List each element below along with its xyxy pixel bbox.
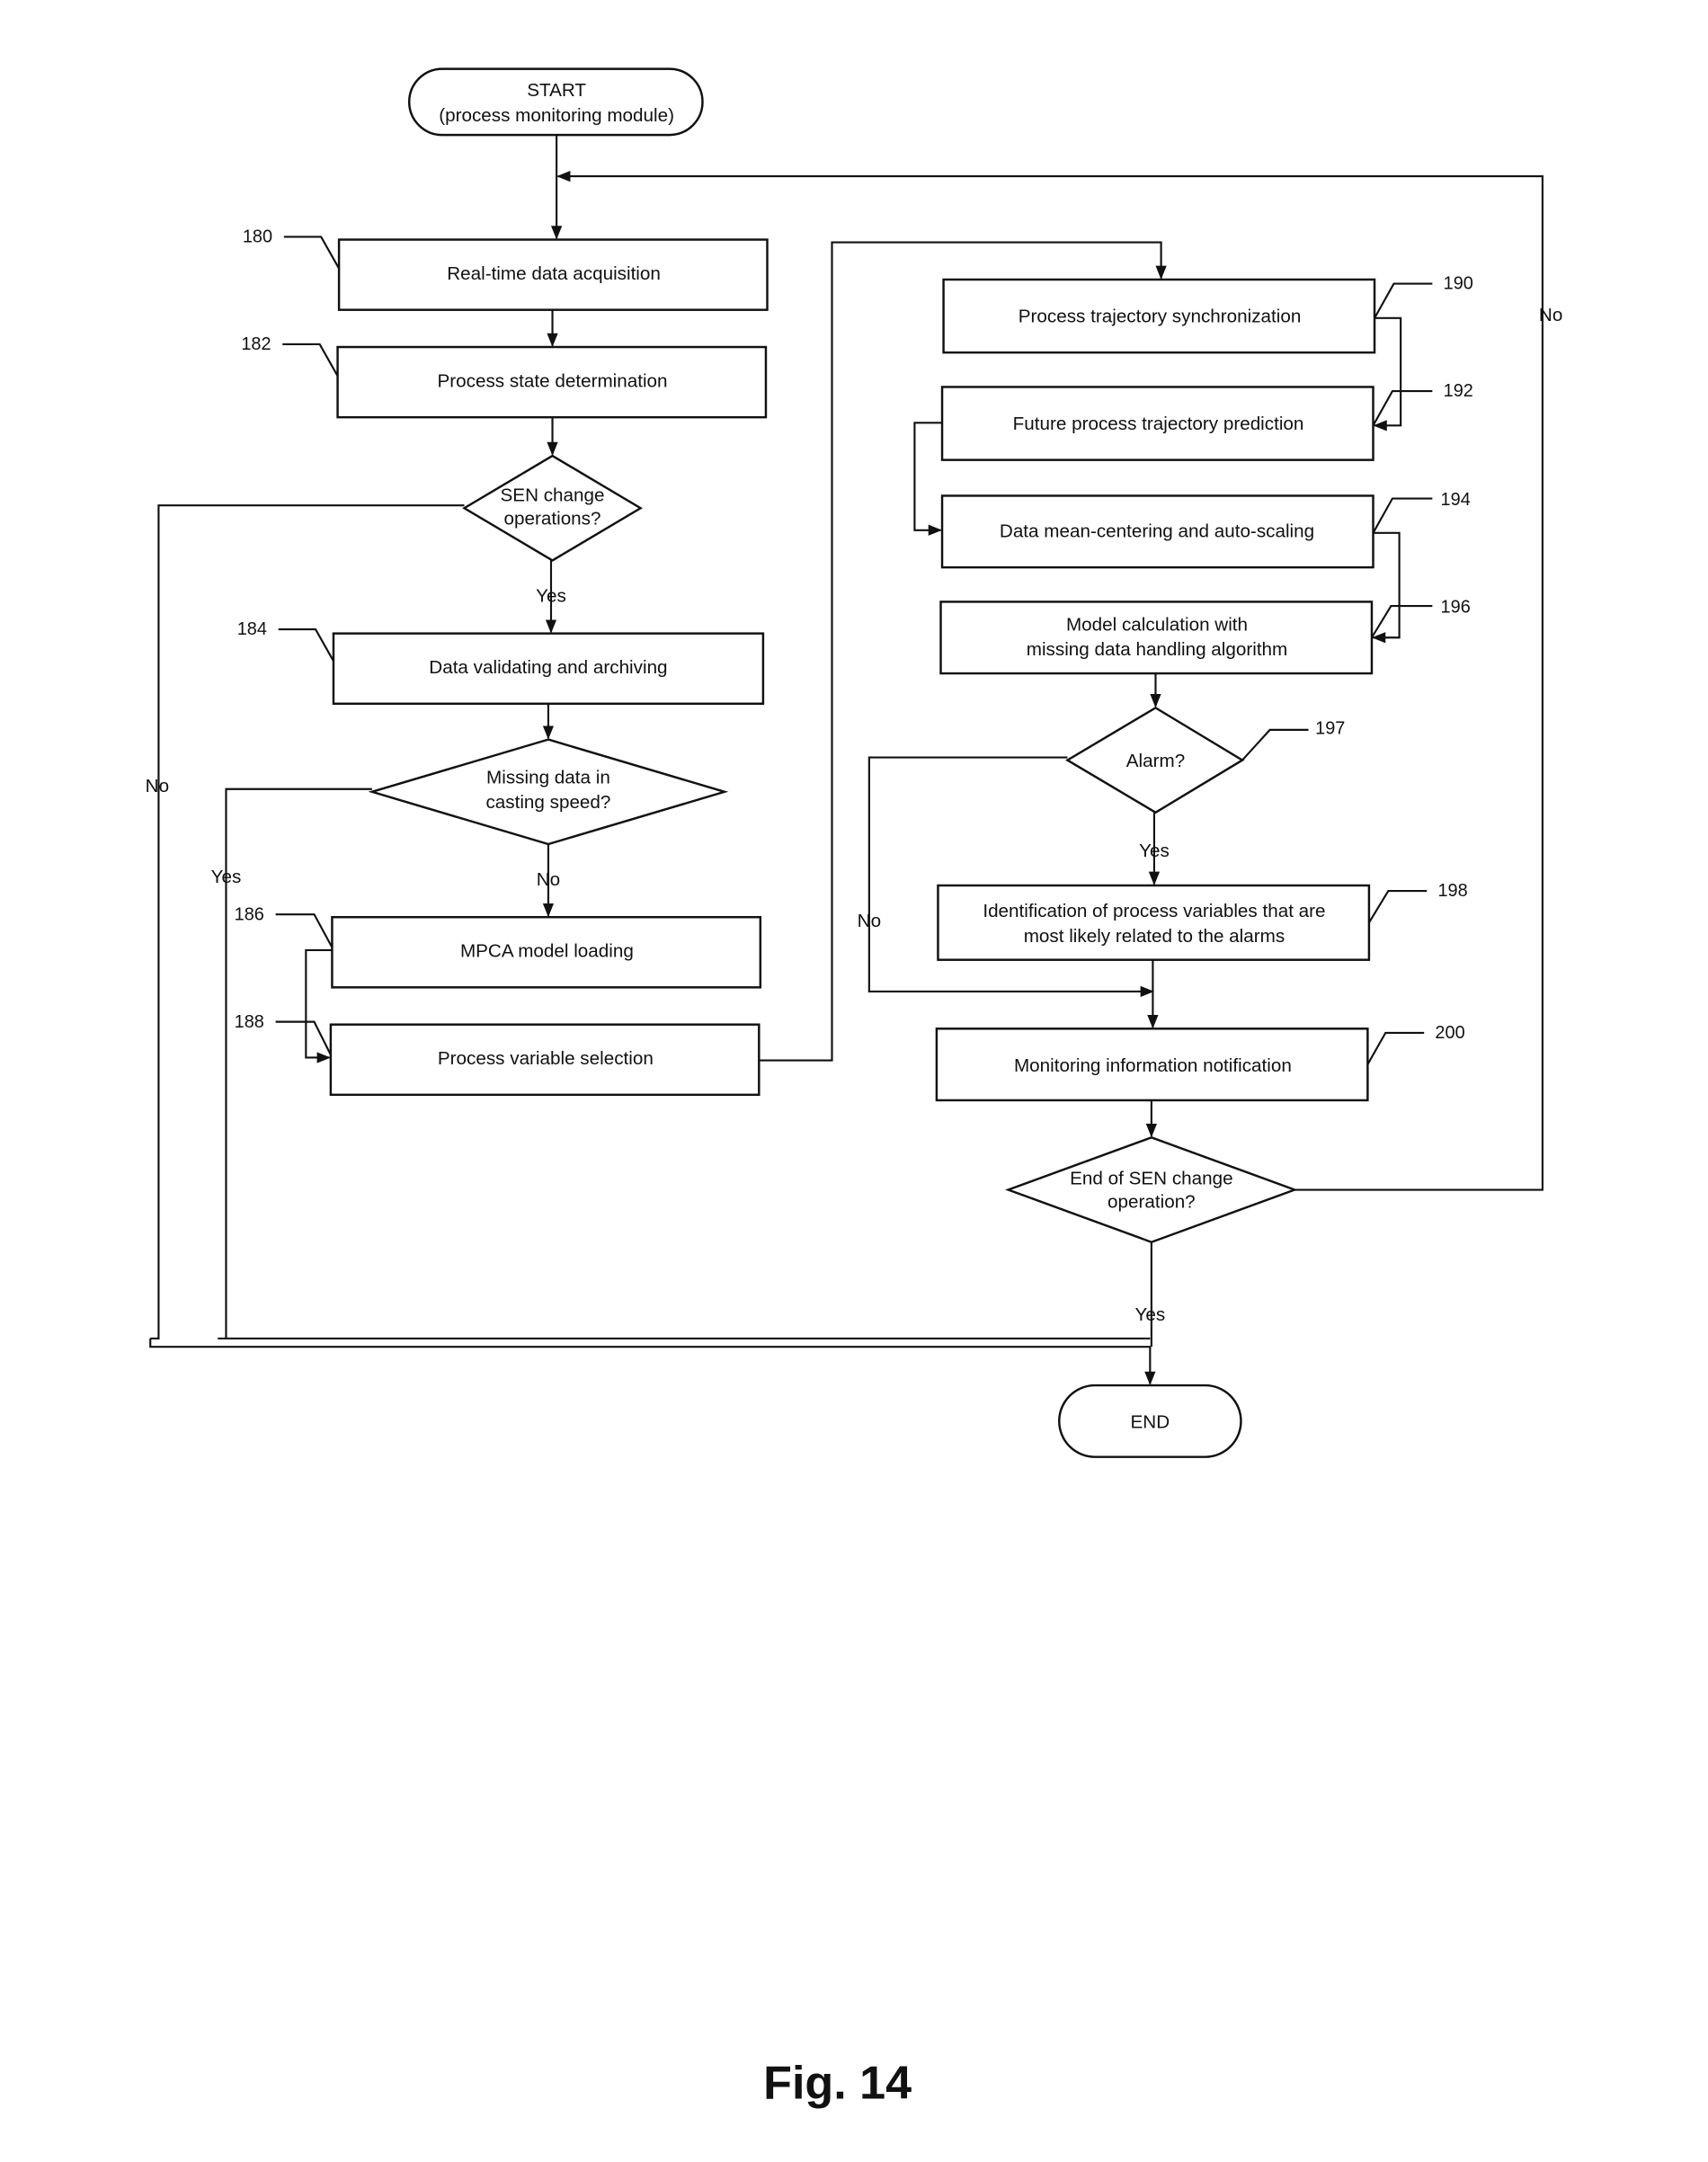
reference-number: 197 [1315, 718, 1345, 738]
step-label: Identification of process variables that… [983, 901, 1325, 921]
step-label: Process state determination [438, 370, 668, 391]
step-192: Future process trajectory prediction 192 [942, 381, 1473, 459]
step-label: Process variable selection [438, 1048, 654, 1069]
reference-number: 190 [1444, 274, 1473, 294]
yes-label: Yes [1134, 1304, 1165, 1325]
end-label: END [1131, 1412, 1170, 1433]
decision-text: operations? [504, 509, 601, 529]
yes-label: Yes [211, 867, 242, 887]
decision-missing-data: Missing data in casting speed? Yes No [211, 740, 725, 890]
no-label: No [858, 911, 881, 931]
step-196: Model calculation with missing data hand… [941, 598, 1471, 673]
decision-text: Missing data in [486, 768, 610, 788]
yes-label: Yes [1139, 841, 1170, 861]
reference-number: 192 [1444, 381, 1473, 401]
step-label: Model calculation with [1066, 615, 1248, 636]
step-label: Real-time data acquisition [447, 263, 661, 284]
step-198: Identification of process variables that… [938, 881, 1467, 959]
decision-text: SEN change [501, 485, 605, 506]
step-label: Data mean-centering and auto-scaling [1000, 520, 1314, 541]
decision-text: casting speed? [485, 792, 610, 813]
step-label: Monitoring information notification [1014, 1055, 1292, 1076]
start-subtitle: (process monitoring module) [439, 105, 674, 126]
decision-text: End of SEN change [1070, 1168, 1232, 1188]
step-200: Monitoring information notification 200 [937, 1023, 1465, 1100]
step-label: most likely related to the alarms [1024, 926, 1285, 947]
reference-number: 194 [1441, 490, 1471, 510]
step-180: Real-time data acquisition 180 [243, 227, 768, 310]
no-label: No [537, 869, 560, 890]
step-label: Data validating and archiving [429, 657, 667, 678]
figure-caption: Fig. 14 [763, 2058, 912, 2110]
step-label: Process trajectory synchronization [1019, 306, 1302, 326]
no-label: No [146, 776, 169, 796]
end-terminal: END [1059, 1385, 1241, 1457]
reference-number: 188 [235, 1012, 264, 1032]
reference-number: 180 [243, 227, 272, 247]
reference-number: 198 [1438, 881, 1468, 901]
reference-number: 200 [1435, 1023, 1464, 1043]
step-186: MPCA model loading 186 [235, 904, 761, 987]
step-label: missing data handling algorithm [1027, 639, 1288, 660]
yes-label: Yes [536, 585, 566, 606]
step-label: Future process trajectory prediction [1013, 414, 1304, 434]
start-title: START [527, 80, 586, 101]
step-190: Process trajectory synchronization 190 [944, 274, 1473, 352]
step-label: MPCA model loading [460, 941, 634, 962]
step-184: Data validating and archiving 184 [237, 619, 763, 704]
reference-number: 184 [237, 619, 267, 639]
reference-number: 196 [1441, 598, 1471, 618]
decision-text: operation? [1108, 1191, 1196, 1212]
step-182: Process state determination 182 [241, 334, 766, 417]
step-188: Process variable selection 188 [235, 1012, 760, 1095]
no-label: No [1539, 305, 1562, 325]
reference-number: 182 [241, 334, 271, 354]
decision-text: Alarm? [1126, 751, 1185, 771]
start-terminal: START (process monitoring module) [409, 69, 702, 136]
reference-number: 186 [235, 904, 264, 924]
